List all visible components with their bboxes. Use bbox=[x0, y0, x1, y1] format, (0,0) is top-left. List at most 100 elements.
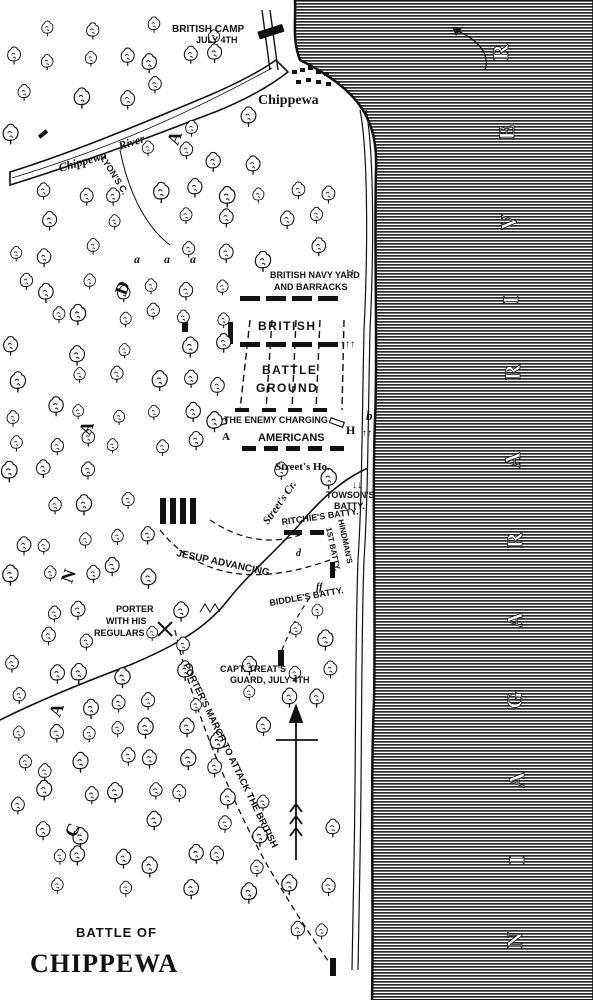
crossed-swords-icon bbox=[157, 621, 173, 637]
tree-icon bbox=[187, 177, 203, 199]
tree-icon bbox=[2, 123, 19, 146]
tree-icon bbox=[240, 106, 257, 128]
tree-icon bbox=[36, 779, 53, 802]
american-line bbox=[160, 446, 344, 976]
marker-b: b bbox=[366, 408, 373, 423]
tree-icon bbox=[41, 626, 56, 647]
tree-icon bbox=[37, 538, 50, 556]
title-line-2: CHIPPEWA bbox=[30, 949, 178, 978]
tree-icon bbox=[69, 344, 86, 367]
tree-icon bbox=[217, 312, 230, 329]
label-battle-ground-2: BATTLE bbox=[262, 363, 317, 377]
label-chippewa-village: Chippewa bbox=[258, 93, 319, 108]
tree-icon bbox=[218, 208, 234, 228]
tree-icon bbox=[0, 460, 18, 483]
label-americans: AMERICANS bbox=[258, 432, 325, 444]
tree-icon bbox=[82, 698, 100, 720]
tree-icon bbox=[205, 151, 221, 173]
tree-icon bbox=[9, 371, 27, 394]
label-streets-house: Street's Ho. bbox=[275, 461, 330, 473]
tree-icon bbox=[16, 536, 32, 556]
streets-creek bbox=[0, 467, 369, 721]
tree-icon bbox=[115, 848, 132, 870]
river-road bbox=[351, 109, 368, 971]
tree-icon bbox=[17, 83, 31, 102]
river-bank bbox=[293, 0, 378, 1000]
tree-icon bbox=[179, 717, 195, 739]
tree-icon bbox=[86, 22, 100, 41]
label-towsons-1: TOWSON'S bbox=[326, 490, 374, 500]
tree-icon bbox=[141, 53, 158, 74]
tree-icon bbox=[148, 75, 162, 95]
chippewa-river bbox=[9, 58, 290, 187]
tree-icon bbox=[79, 187, 94, 207]
tree-icon bbox=[51, 877, 64, 895]
tree-icon bbox=[119, 311, 132, 328]
tree-icon bbox=[207, 43, 223, 64]
tree-icon bbox=[48, 496, 62, 515]
tree-icon bbox=[44, 565, 57, 582]
canada-letter: N bbox=[57, 566, 80, 585]
tree-icon bbox=[218, 185, 236, 209]
tree-icon bbox=[176, 636, 191, 655]
tree-icon bbox=[121, 491, 135, 510]
tree-icon bbox=[210, 376, 225, 397]
label-ritchies: RITCHIE'S BATTY. bbox=[281, 506, 359, 527]
tree-icon bbox=[147, 404, 160, 421]
tree-icon bbox=[79, 532, 92, 549]
tree-icon bbox=[7, 46, 22, 65]
river-letter: I bbox=[504, 856, 529, 865]
tree-icon bbox=[156, 439, 170, 457]
tree-icon bbox=[73, 87, 91, 110]
river-letter: R bbox=[502, 531, 527, 548]
label-navy-yard-2: AND BARRACKS bbox=[274, 282, 348, 292]
label-navy-yard-1: BRITISH NAVY YARD bbox=[270, 270, 360, 280]
tree-icon bbox=[3, 335, 19, 357]
tree-icon bbox=[72, 404, 85, 420]
tree-icon bbox=[104, 556, 120, 577]
tree-icon bbox=[188, 843, 204, 865]
tree-icon bbox=[106, 438, 119, 454]
tree-icon bbox=[178, 281, 194, 302]
tree-icon bbox=[141, 691, 156, 711]
river-letter: A bbox=[502, 612, 527, 628]
marker-H: H bbox=[346, 423, 356, 437]
tree-icon bbox=[47, 605, 62, 623]
tree-icon bbox=[114, 666, 131, 689]
tree-icon bbox=[240, 882, 258, 905]
tree-icon bbox=[6, 410, 20, 428]
tree-icon bbox=[218, 243, 234, 264]
label-battle-ground-1: BRITISH bbox=[258, 319, 317, 333]
tree-icon bbox=[151, 369, 168, 392]
tree-icon bbox=[216, 332, 232, 354]
chippewa-river-center bbox=[11, 67, 273, 179]
tree-icon bbox=[42, 210, 58, 232]
tree-icon bbox=[86, 564, 101, 584]
chippewa-village bbox=[292, 66, 331, 86]
tree-icon bbox=[206, 410, 223, 433]
powder-smoke-icon bbox=[199, 603, 221, 613]
tree-icon bbox=[173, 601, 190, 623]
tree-icon bbox=[311, 237, 327, 257]
tree-icon bbox=[52, 306, 66, 324]
tree-icon bbox=[106, 781, 124, 804]
tree-icon bbox=[12, 725, 25, 742]
tree-icon bbox=[146, 302, 160, 321]
tree-icon bbox=[137, 717, 154, 740]
tree-icon bbox=[69, 303, 87, 326]
ritchie-path bbox=[209, 519, 301, 541]
tree-icon bbox=[140, 526, 155, 546]
tree-icon bbox=[147, 16, 161, 34]
tree-icon bbox=[188, 430, 204, 451]
tree-icon bbox=[53, 848, 67, 866]
tree-icon bbox=[70, 662, 88, 685]
tree-icon bbox=[37, 282, 54, 304]
tree-icon bbox=[309, 688, 325, 709]
tree-icon bbox=[120, 47, 135, 67]
tree-icon bbox=[73, 367, 86, 384]
tree-icon bbox=[309, 206, 324, 225]
marker-ff: ff bbox=[316, 582, 324, 593]
current-arrow bbox=[454, 29, 487, 71]
tree-icon bbox=[111, 694, 126, 714]
tree-icon bbox=[79, 633, 93, 652]
